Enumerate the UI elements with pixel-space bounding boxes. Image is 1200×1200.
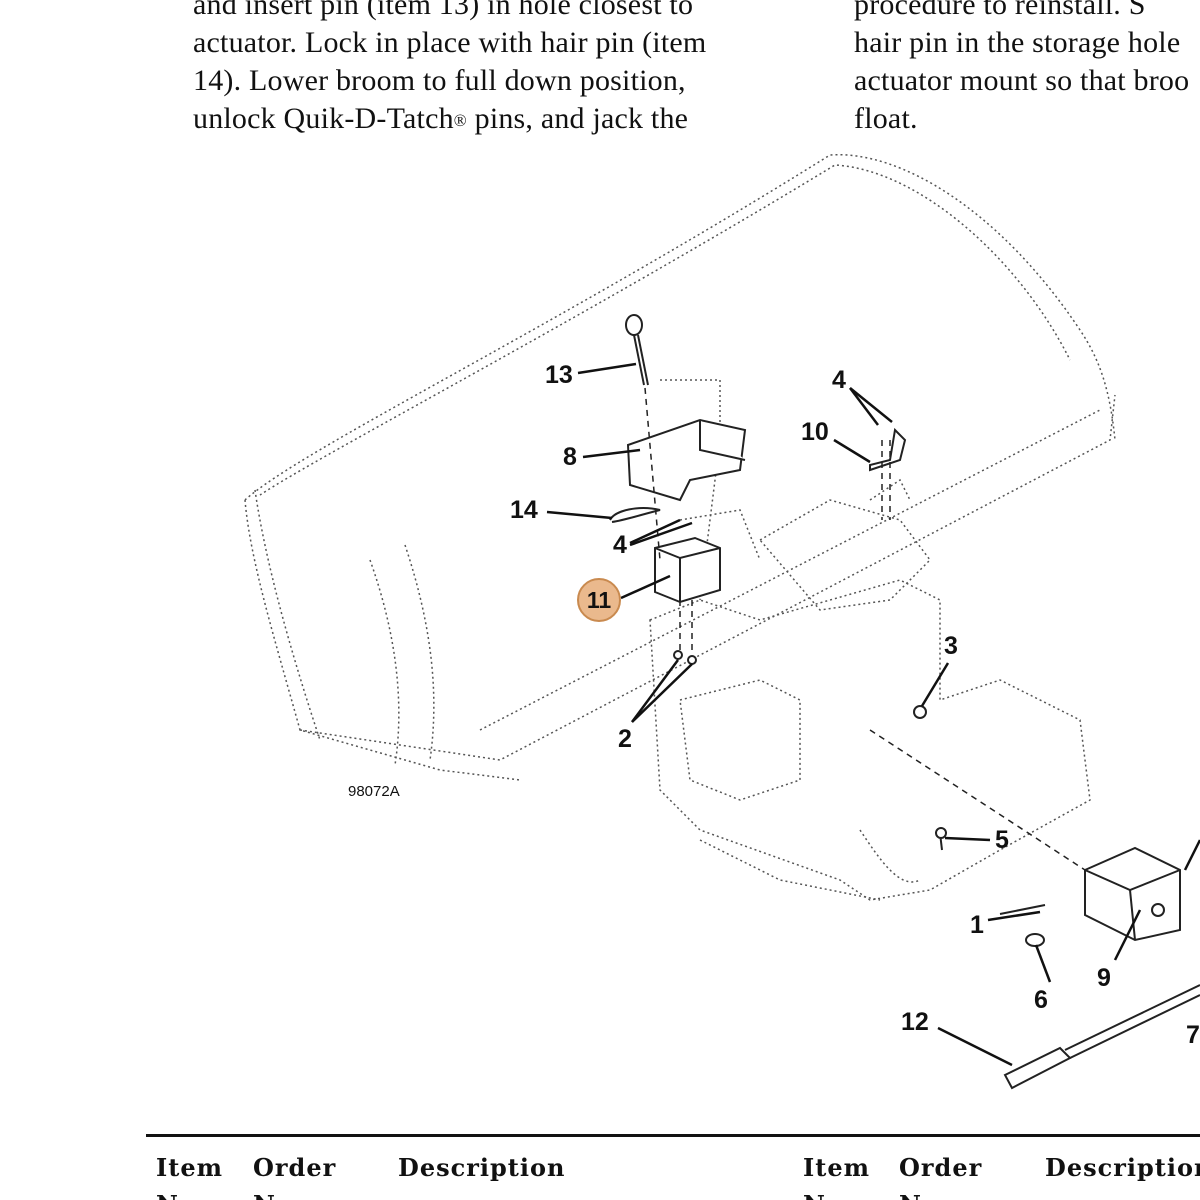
text-line: actuator mount so that broo (854, 64, 1190, 97)
text-line: 14). Lower broom to full down position, (193, 64, 686, 97)
subheader-order-no-left: No. (253, 1190, 302, 1200)
callout-5: 5 (995, 826, 1009, 854)
callout-4-right: 4 (832, 366, 846, 394)
text-line: actuator. Lock in place with hair pin (i… (193, 26, 707, 59)
subheader-order-no-right: No. (899, 1190, 948, 1200)
text-line: hair pin in the storage hole (854, 26, 1181, 59)
text-line: and insert pin (item 13) in hole closest… (193, 0, 694, 21)
text-line: procedure to reinstall. S (854, 0, 1146, 21)
tractor-frame-outline (649, 379, 1091, 901)
text-line: unlock Quik-D-Tatch® pins, and jack the (193, 100, 758, 138)
highlighted-callout-11[interactable]: 11 (577, 578, 621, 622)
actuator-9 (1084, 846, 1181, 942)
instruction-text-right: procedure to reinstall. S hair pin in th… (854, 0, 1200, 138)
header-description-left: Description (398, 1153, 566, 1182)
callout-13: 13 (545, 361, 573, 389)
table-top-rule (146, 1134, 1200, 1137)
callout-2: 2 (618, 725, 632, 753)
hair-pin-14 (609, 507, 661, 523)
subheader-item-no-left: No. (156, 1190, 205, 1200)
leader-lines (546, 362, 1200, 1067)
subheader-item-no-right: No. (803, 1190, 852, 1200)
callout-4-left: 4 (613, 531, 627, 559)
header-item-left: Item (156, 1153, 223, 1182)
figure-id: 98072A (348, 783, 400, 800)
instruction-text-left: and insert pin (item 13) in hole closest… (193, 0, 758, 138)
callout-7: 7 (1186, 1021, 1200, 1049)
registered-mark: ® (453, 111, 467, 130)
handle-12 (1003, 984, 1200, 1090)
callout-14: 14 (510, 496, 538, 524)
bracket-11 (654, 536, 721, 604)
bracket-10 (869, 427, 907, 472)
header-description-right: Description (1045, 1153, 1200, 1182)
callout-12: 12 (901, 1008, 929, 1036)
callout-1: 1 (970, 911, 984, 939)
callout-6: 6 (1034, 986, 1048, 1014)
text-fragment: unlock Quik-D-Tatch (193, 102, 454, 135)
broom-housing-outline (244, 154, 1116, 781)
callout-3: 3 (944, 632, 958, 660)
callout-8: 8 (563, 443, 577, 471)
text-fragment: pins, and jack the (466, 102, 689, 135)
hardware-pieces (673, 650, 1165, 947)
callout-10: 10 (801, 418, 829, 446)
bracket-8 (626, 418, 747, 502)
callout-9: 9 (1097, 964, 1111, 992)
text-line: float. (854, 102, 918, 135)
header-item-right: Item (803, 1153, 870, 1182)
header-order-left: Order (253, 1153, 337, 1182)
header-order-right: Order (899, 1153, 983, 1182)
pin-13 (625, 314, 649, 386)
